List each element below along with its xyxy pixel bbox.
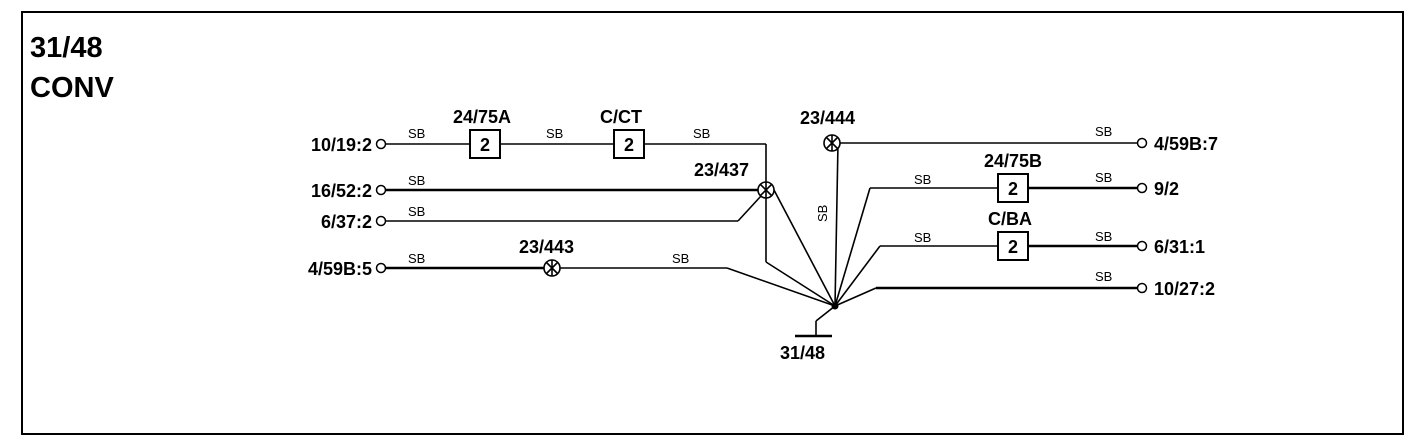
terminal-circle-icon (375, 215, 387, 227)
component-pin: 2 (1008, 237, 1018, 257)
terminal-label: 10/27:2 (1154, 279, 1215, 299)
component-24-75b: 2 24/75B (984, 151, 1042, 203)
wire-10-27-2 (834, 286, 1137, 307)
wire-color-label: SB (408, 251, 425, 266)
terminal-circle-icon (1136, 282, 1148, 294)
component-c-ba: 2 C/BA (988, 209, 1032, 261)
terminal-circle-icon (1136, 137, 1148, 149)
splice-label: 23/444 (800, 108, 855, 128)
terminal-label: 9/2 (1154, 179, 1179, 199)
splice-icon (757, 181, 775, 199)
component-24-75a: 2 24/75A (453, 107, 511, 159)
wire-6-31-1 (834, 244, 1137, 307)
terminal-circle-icon (1136, 182, 1148, 194)
wire-color-label: SB (672, 251, 689, 266)
splice-icon (543, 259, 561, 277)
terminal-circle-icon (375, 262, 387, 274)
splice-label: 23/437 (694, 160, 749, 180)
header-name: CONV (30, 72, 114, 104)
terminal-label: 6/37:2 (321, 212, 372, 232)
wire-4-59b-5 (386, 266, 836, 307)
terminal-circle-icon (1136, 240, 1148, 252)
header-code: 31/48 (30, 32, 103, 64)
terminal-label: 16/52:2 (311, 181, 372, 201)
component-label: 24/75B (984, 151, 1042, 171)
wire-color-label: SB (408, 126, 425, 141)
wire-10-19-2 (386, 143, 836, 307)
splice-icon (823, 134, 841, 152)
wire-color-label: SB (914, 172, 931, 187)
terminal-label: 10/19:2 (311, 135, 372, 155)
wire-color-label: SB (1095, 170, 1112, 185)
ground-symbol (795, 302, 839, 338)
wire-color-label: SB (914, 230, 931, 245)
wire-6-37-2 (386, 195, 762, 222)
ground-label: 31/48 (780, 343, 825, 363)
terminal-label: 6/31:1 (1154, 237, 1205, 257)
splice-label: 23/443 (519, 237, 574, 257)
wire-9-2 (834, 186, 1137, 307)
wire-color-label: SB (1095, 124, 1112, 139)
diagram-frame (21, 11, 1404, 435)
component-label: 24/75A (453, 107, 511, 127)
component-pin: 2 (624, 135, 634, 155)
terminal-circle-icon (375, 184, 387, 196)
terminal-label: 4/59B:5 (308, 259, 372, 279)
component-label: C/CT (600, 107, 642, 127)
wire-color-label: SB (546, 126, 563, 141)
component-label: C/BA (988, 209, 1032, 229)
wire-16-52-2 (386, 188, 836, 307)
component-c-ct: 2 C/CT (600, 107, 645, 159)
wire-color-label: SB (1095, 229, 1112, 244)
terminal-circle-icon (375, 138, 387, 150)
component-pin: 2 (1008, 179, 1018, 199)
terminal-label: 4/59B:7 (1154, 134, 1218, 154)
wire-color-label: SB (408, 204, 425, 219)
wire-color-label: SB (1095, 269, 1112, 284)
wire-color-label: SB (815, 205, 830, 222)
wire-color-label: SB (693, 126, 710, 141)
component-pin: 2 (480, 135, 490, 155)
wire-4-59b-7 (834, 142, 1137, 307)
wire-color-label: SB (408, 173, 425, 188)
